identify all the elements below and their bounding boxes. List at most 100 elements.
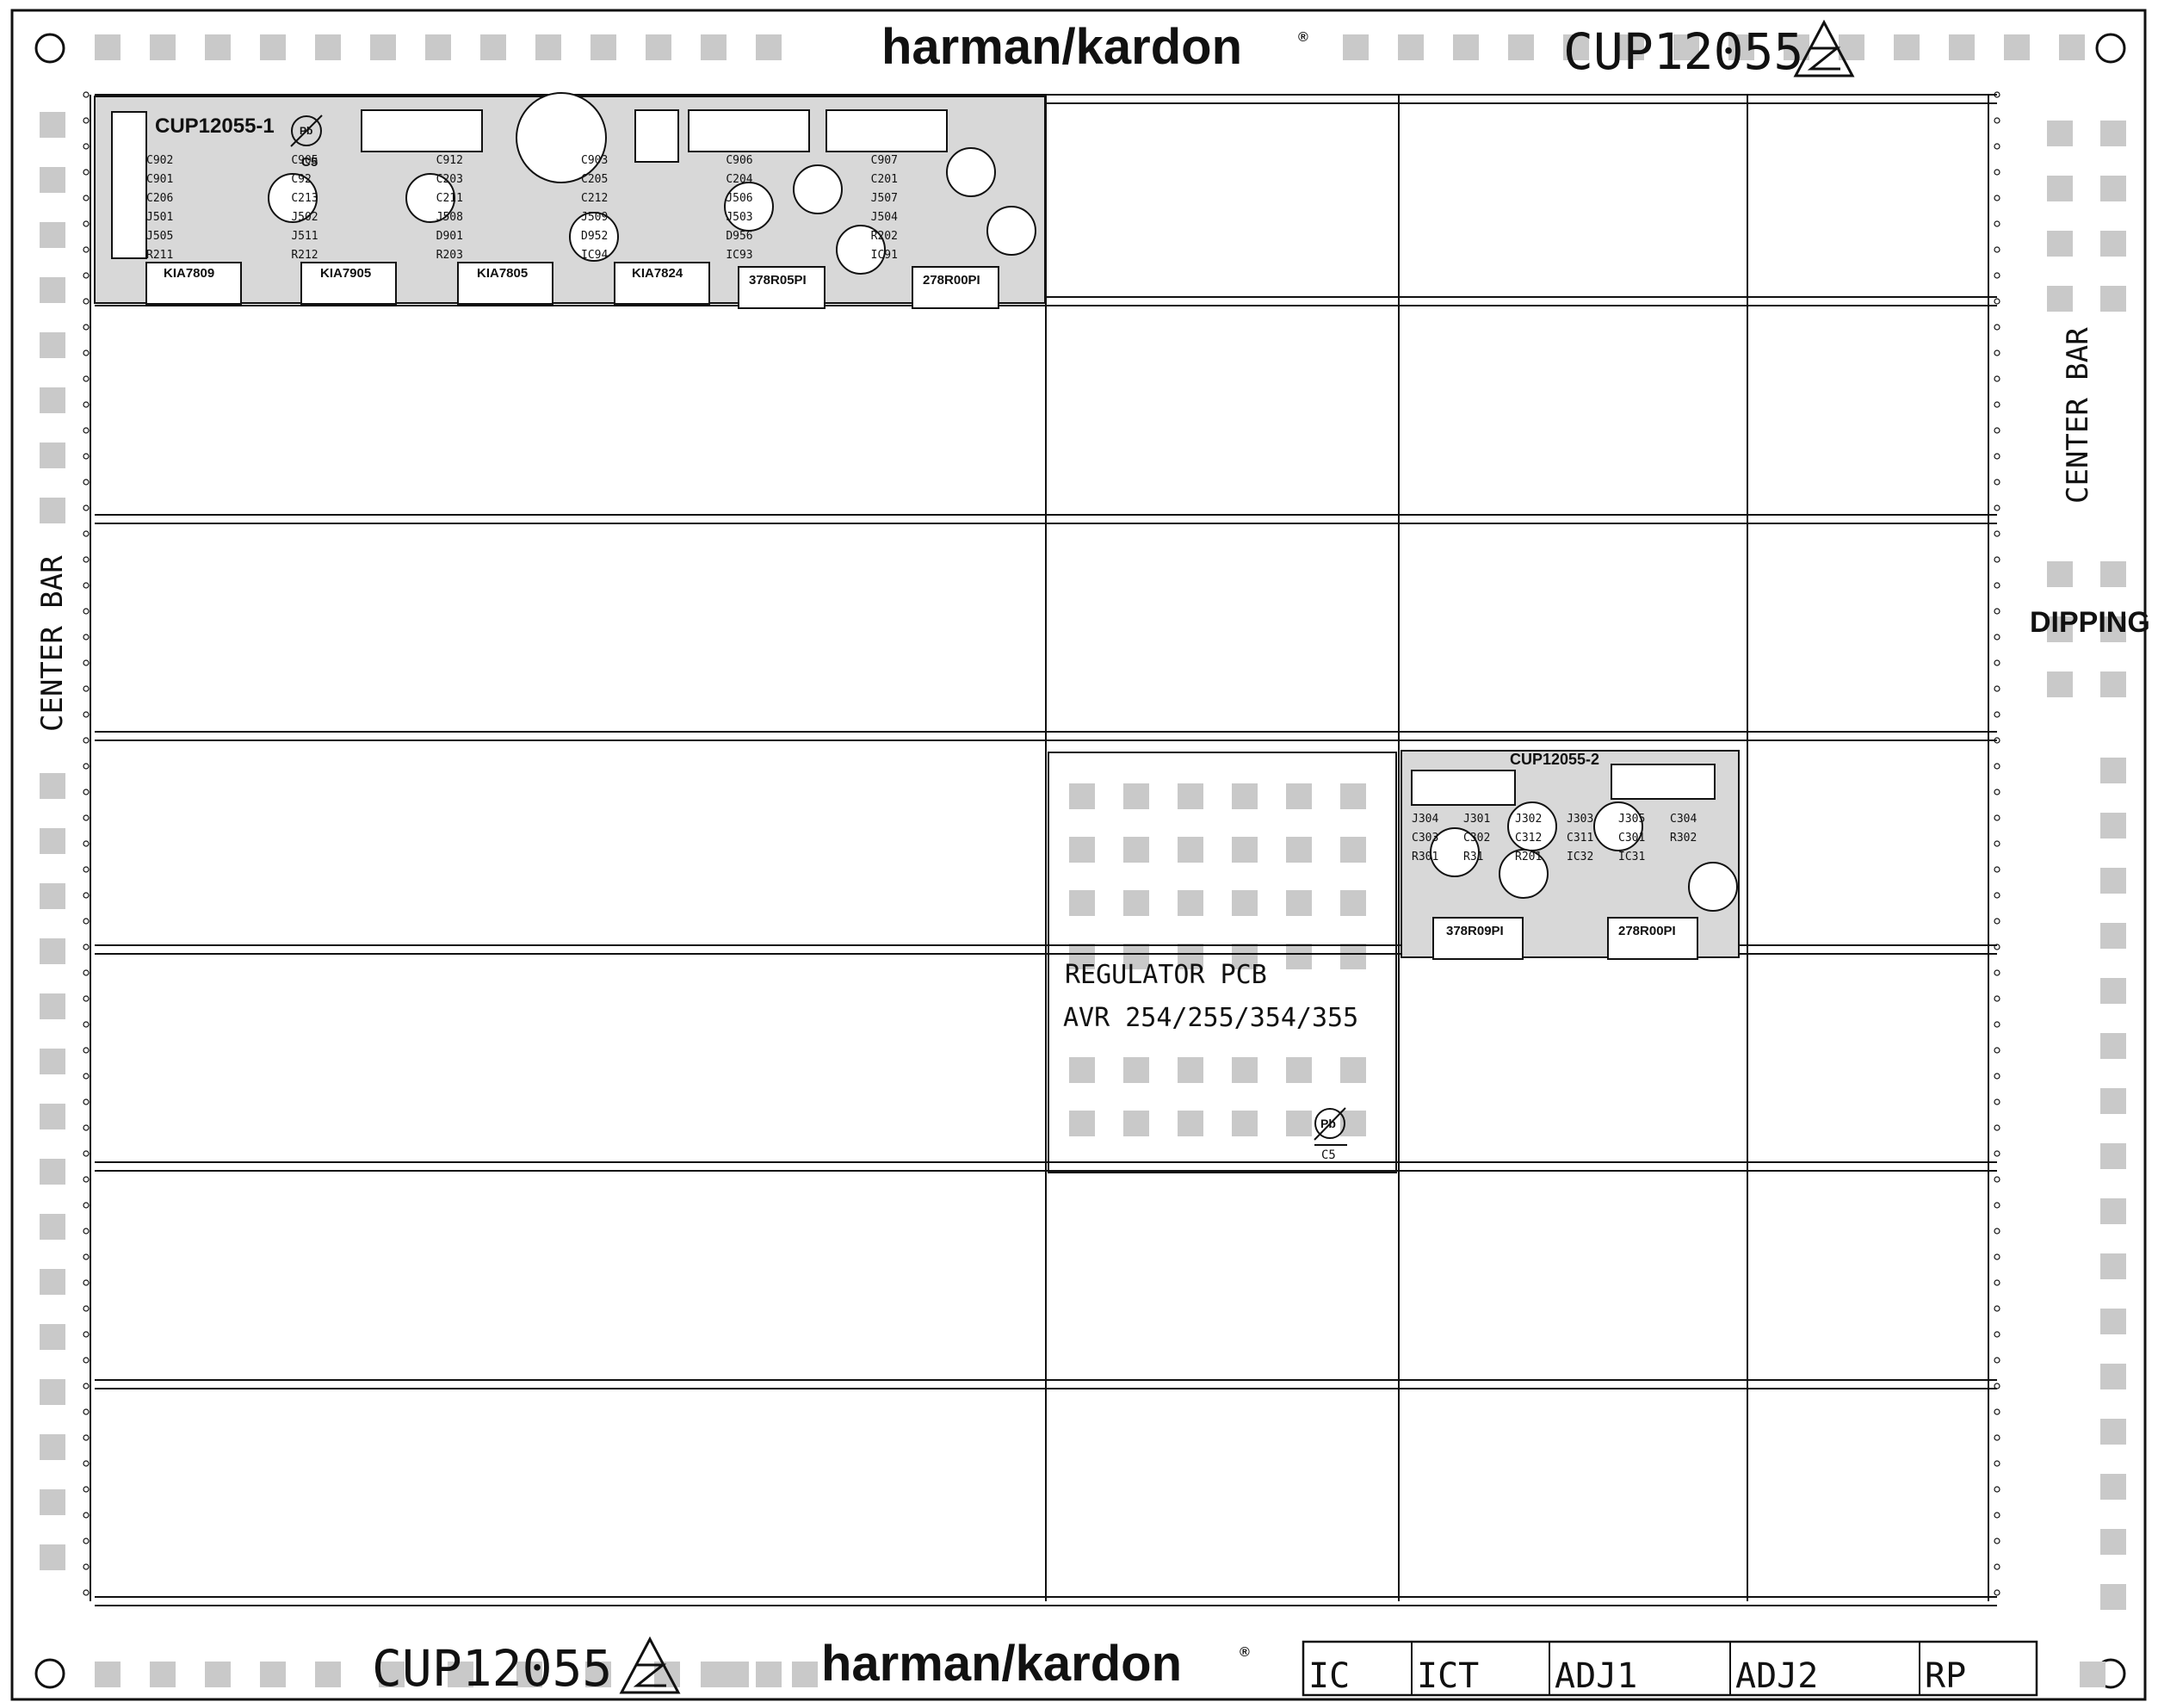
breakaway-hole	[1994, 1253, 2000, 1260]
breakaway-hole	[83, 944, 90, 950]
registered-mark-top: ®	[1298, 30, 1308, 45]
pad	[2100, 1088, 2126, 1114]
breakaway-hole	[83, 1279, 90, 1286]
breakaway-hole	[1994, 220, 2000, 227]
pad	[480, 34, 506, 60]
breakaway-hole	[83, 1073, 90, 1080]
pad	[40, 222, 65, 248]
pad	[2047, 561, 2073, 587]
breakaway-hole	[1994, 582, 2000, 589]
panel-code-bottom: CUP12055	[372, 1639, 612, 1698]
fiducial-pads	[40, 34, 2126, 1687]
pad	[2100, 1309, 2126, 1334]
pad	[2100, 758, 2126, 783]
component-ref-label: J509	[581, 211, 608, 224]
pad	[1286, 890, 1312, 916]
component-ref-label: R203	[436, 249, 463, 262]
pad	[1178, 783, 1203, 809]
breakaway-hole	[1994, 246, 2000, 253]
component-ref-label: C903	[581, 154, 608, 167]
breakaway-hole	[83, 1228, 90, 1235]
pad	[1069, 1111, 1095, 1136]
breakaway-hole	[83, 1253, 90, 1260]
connector-header	[634, 109, 679, 163]
breakaway-hole	[83, 995, 90, 1002]
pad	[1508, 34, 1534, 60]
pad	[1286, 1057, 1312, 1083]
pad	[2100, 1364, 2126, 1389]
pad	[1343, 34, 1369, 60]
breakaway-hole	[1994, 298, 2000, 305]
breakaway-hole	[1994, 1512, 2000, 1519]
component-ref-label: J508	[436, 211, 463, 224]
pad	[2100, 1529, 2126, 1555]
tooling-hole-top-left	[34, 33, 65, 64]
component-ref-label: R31	[1463, 851, 1483, 863]
tooling-hole-bottom-left	[34, 1658, 65, 1689]
pad	[1123, 890, 1149, 916]
component-ref-label: J305	[1618, 813, 1645, 826]
breakaway-hole	[83, 272, 90, 279]
component-ref-label: J303	[1567, 813, 1593, 826]
breakaway-hole	[83, 659, 90, 666]
pad	[2100, 616, 2126, 642]
pad	[40, 828, 65, 854]
pad	[40, 993, 65, 1019]
electrolytic-capacitor	[1688, 862, 1738, 912]
breakaway-hole	[83, 91, 90, 98]
component-ref-label: R302	[1670, 832, 1697, 845]
pad	[1949, 34, 1975, 60]
pad	[2100, 1198, 2126, 1224]
pad	[260, 1662, 286, 1687]
breakaway-hole	[1994, 1538, 2000, 1544]
electrolytic-capacitor	[405, 173, 455, 223]
tooling-hole-top-right	[2095, 33, 2126, 64]
breakaway-hole	[1994, 1563, 2000, 1570]
pad	[1286, 837, 1312, 863]
pad	[646, 34, 671, 60]
pad	[40, 442, 65, 468]
pad	[1069, 944, 1095, 969]
breakaway-hole	[83, 1021, 90, 1028]
pad	[1563, 34, 1589, 60]
component-ref-label: C302	[1463, 832, 1490, 845]
warning-triangle-top	[1793, 19, 1855, 77]
breakaway-hole	[83, 814, 90, 821]
pad	[2059, 34, 2085, 60]
breakaway-hole	[1994, 659, 2000, 666]
panel-code-top: CUP12055	[1563, 22, 1803, 81]
component-ref-label: D901	[436, 230, 463, 243]
pad	[40, 1104, 65, 1129]
pad	[1178, 890, 1203, 916]
breakaway-hole	[83, 1150, 90, 1157]
dipping-label: DIPPING	[2030, 606, 2150, 639]
pad	[2047, 176, 2073, 201]
pad	[2100, 286, 2126, 312]
component-ref-label: C907	[871, 154, 898, 167]
breakaway-hole	[1994, 117, 2000, 124]
pad	[1069, 783, 1095, 809]
connector-header	[688, 109, 810, 152]
registered-mark-bottom: ®	[1240, 1645, 1250, 1660]
component-ref-label: C201	[871, 173, 898, 186]
component-ref-label: J301	[1463, 813, 1490, 826]
breakaway-hole	[1994, 479, 2000, 486]
breakaway-hole	[83, 143, 90, 150]
pad	[2100, 121, 2126, 146]
pad	[40, 498, 65, 523]
pad	[1453, 34, 1479, 60]
breakaway-hole	[1994, 608, 2000, 615]
component-ref-label: C211	[436, 192, 463, 205]
pad	[2100, 176, 2126, 201]
component-ref-label: C901	[146, 173, 173, 186]
breakaway-hole	[83, 634, 90, 640]
breakaway-hole	[1994, 1486, 2000, 1493]
electrolytic-capacitor	[1430, 827, 1480, 877]
breakaway-hole	[1994, 143, 2000, 150]
pad	[1123, 783, 1149, 809]
breakaway-hole	[83, 1383, 90, 1389]
component-ref-label: J506	[726, 192, 752, 205]
breakaway-hole	[1994, 944, 2000, 950]
component-ref-label: J304	[1412, 813, 1438, 826]
